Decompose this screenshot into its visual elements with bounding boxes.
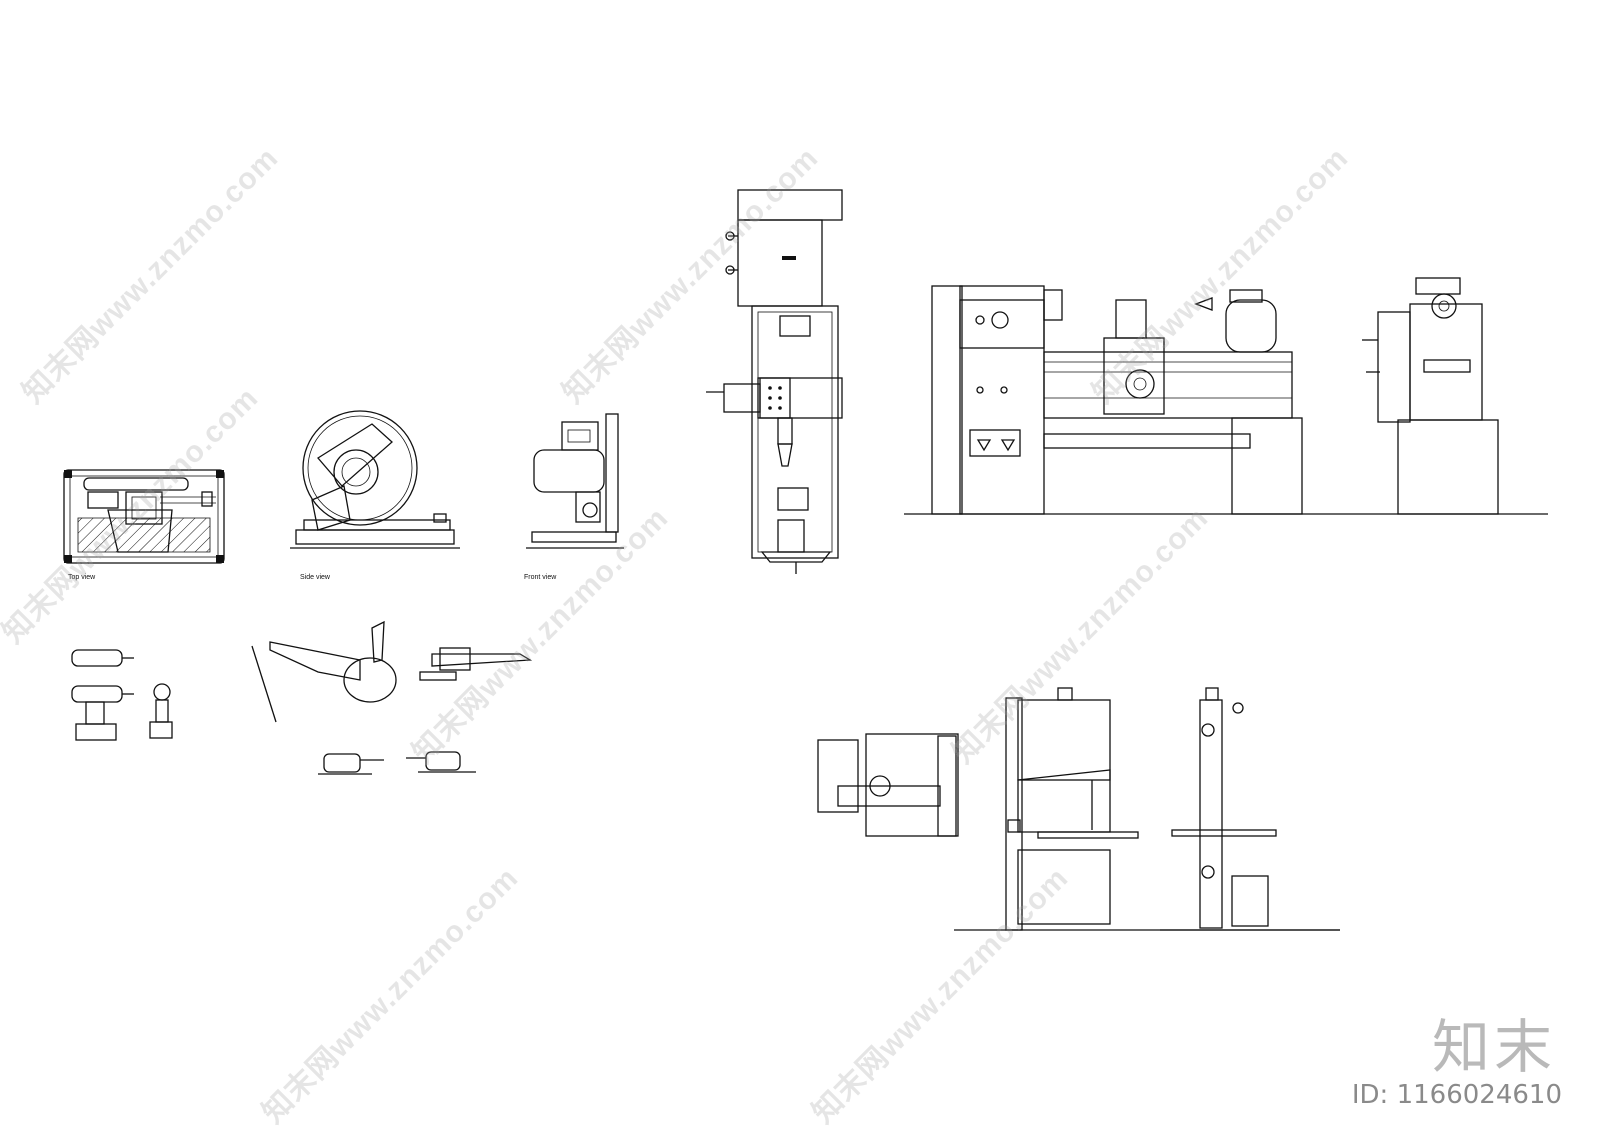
caption-side-view: Side view (300, 574, 330, 581)
bandsaw-front-view (954, 687, 1340, 931)
brand-logo: 知末 (1431, 1013, 1556, 1081)
bandsaw-side-view (1160, 687, 1340, 931)
bandsaw-top-view (817, 733, 959, 837)
column-drill-machine (706, 189, 843, 574)
image-id: ID: 1166024610 (1351, 1080, 1562, 1110)
lathe-front-view (904, 285, 1548, 515)
caption-top-view: Top view (68, 574, 96, 581)
cutoff-saw-top-view (63, 469, 225, 564)
caption-front-view: Front view (524, 574, 557, 581)
lathe-side-view (1362, 277, 1499, 515)
angle-grinders (251, 620, 533, 775)
cutoff-saw-side-view (290, 410, 460, 549)
cordless-drills (71, 649, 173, 741)
cutoff-saw-front-view (526, 413, 624, 549)
